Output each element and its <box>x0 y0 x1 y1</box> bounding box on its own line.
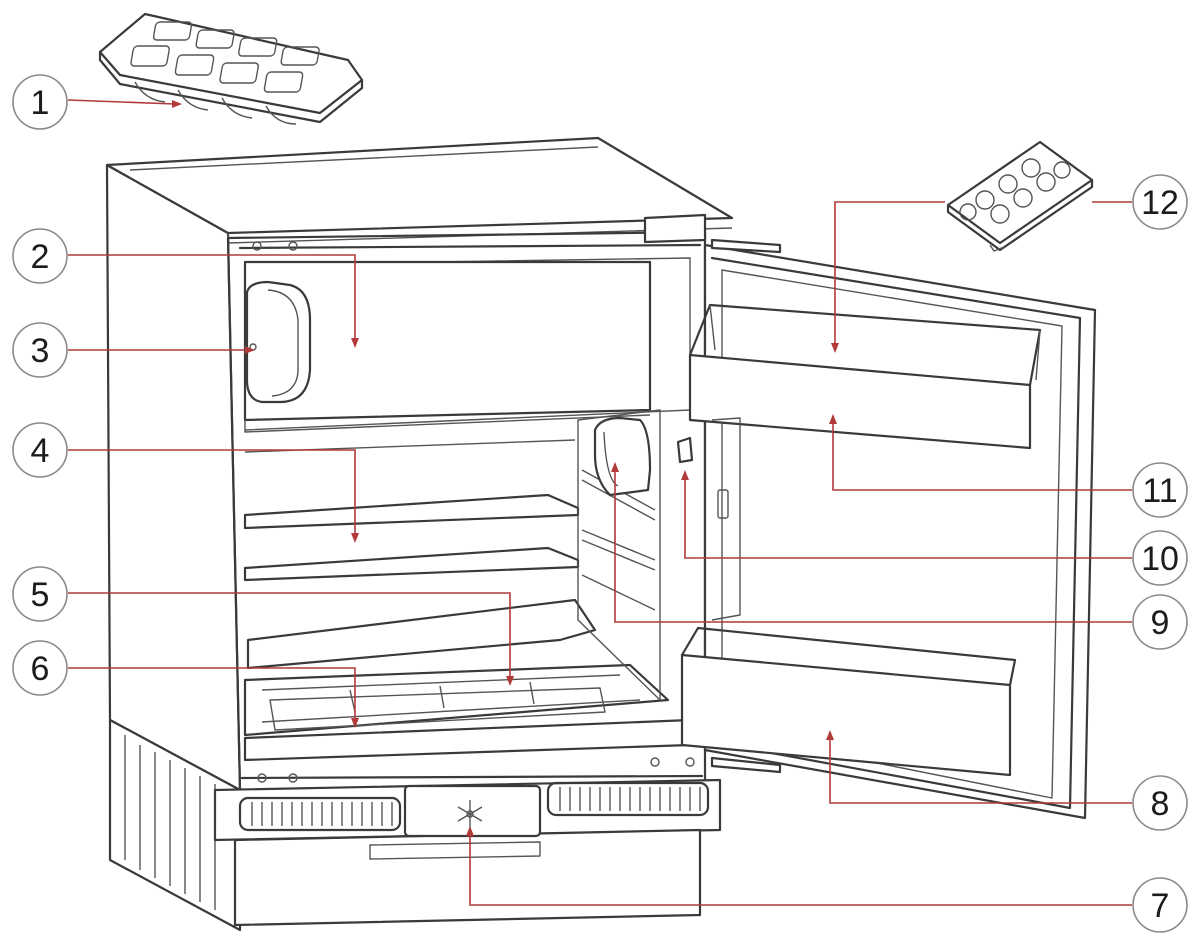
leader-lines <box>67 99 1132 906</box>
callout-12: 12 <box>1132 174 1188 230</box>
callout-number: 6 <box>31 650 50 688</box>
fridge-door <box>680 238 1097 820</box>
callout-10: 10 <box>1132 530 1188 586</box>
glass-shelves <box>243 439 580 582</box>
callout-6: 6 <box>12 640 68 696</box>
callout-7: 7 <box>1132 877 1188 933</box>
callout-1: 1 <box>12 74 68 130</box>
callout-number: 3 <box>31 332 50 370</box>
callout-number: 4 <box>31 432 50 470</box>
ice-cube-tray <box>98 12 364 125</box>
thermostat <box>245 280 312 404</box>
base-grille <box>108 718 722 932</box>
callout-number: 11 <box>1142 472 1177 510</box>
inner-right-wall <box>577 409 694 701</box>
fridge-cabinet <box>105 136 734 792</box>
callout-number: 9 <box>1151 604 1170 642</box>
callout-3: 3 <box>12 322 68 378</box>
callout-8: 8 <box>1132 775 1188 831</box>
callout-number: 5 <box>31 576 50 614</box>
callout-number: 7 <box>1151 887 1170 925</box>
callout-number: 1 <box>31 84 50 122</box>
callout-number: 8 <box>1151 785 1170 823</box>
vegetable-crisper <box>243 598 692 762</box>
egg-tray <box>946 140 1094 252</box>
callout-11: 11 <box>1132 462 1188 518</box>
callout-5: 5 <box>12 566 68 622</box>
callout-number: 2 <box>31 238 50 276</box>
snowflake-icon <box>457 800 483 828</box>
freezer-compartment <box>243 260 652 433</box>
callout-number: 10 <box>1141 540 1179 578</box>
callout-2: 2 <box>12 228 68 284</box>
callout-number: 12 <box>1141 184 1179 222</box>
callout-4: 4 <box>12 422 68 478</box>
callout-9: 9 <box>1132 594 1188 650</box>
